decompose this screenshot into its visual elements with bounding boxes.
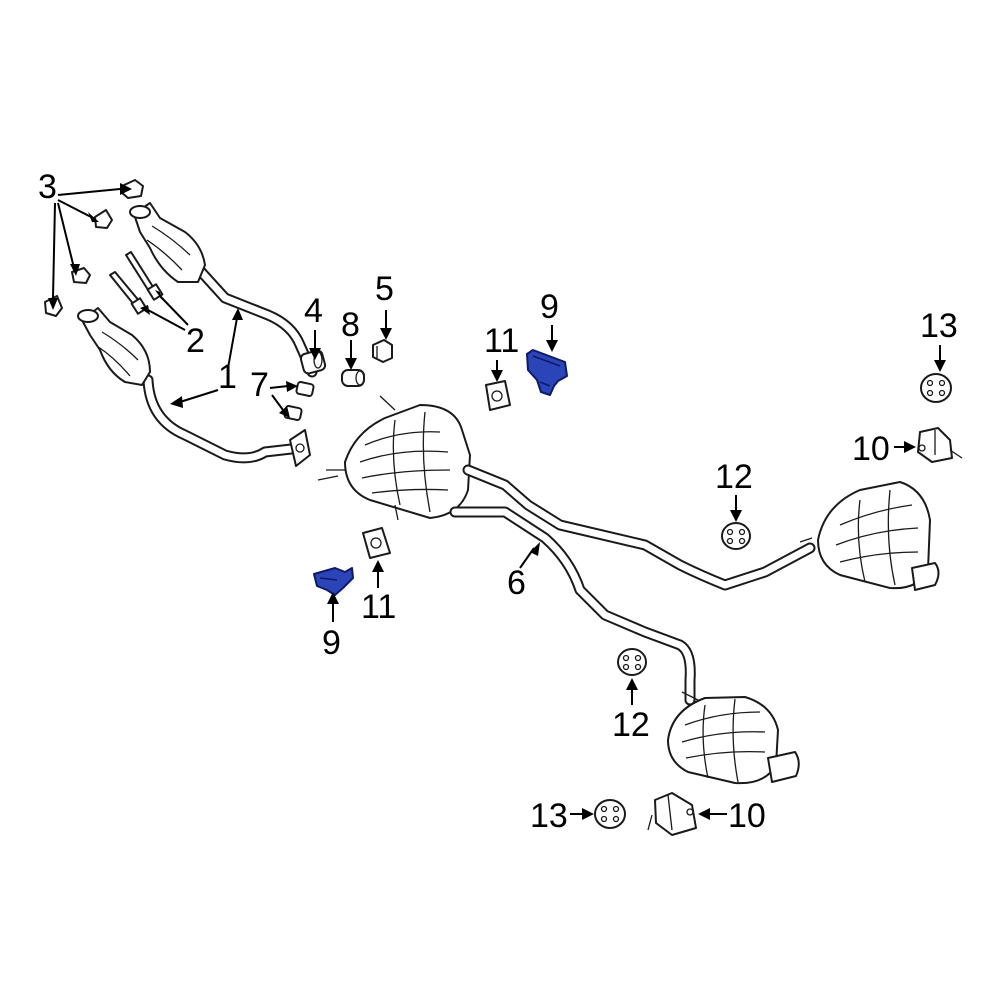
callout-5: 5 bbox=[375, 270, 394, 308]
callout-13-lower: 13 bbox=[530, 797, 568, 835]
intermediate-pipe-lower[interactable] bbox=[449, 506, 696, 706]
hanger-9-upper-highlighted[interactable] bbox=[526, 349, 568, 396]
callout-10-lower: 10 bbox=[728, 797, 766, 835]
catalytic-converter-lower[interactable] bbox=[77, 307, 151, 386]
callout-3: 3 bbox=[38, 168, 57, 206]
callout-10-upper: 10 bbox=[852, 430, 890, 468]
gasket-nut-2[interactable] bbox=[94, 209, 113, 229]
pipe-flange bbox=[289, 429, 311, 467]
callout-11-upper: 11 bbox=[484, 322, 519, 360]
catalytic-converter-upper[interactable] bbox=[129, 202, 206, 283]
isolator-13-upper[interactable] bbox=[920, 373, 952, 403]
center-resonator[interactable] bbox=[317, 395, 471, 521]
callout-11-lower: 11 bbox=[361, 588, 396, 626]
isolator-8[interactable] bbox=[341, 369, 365, 387]
bracket-10-lower[interactable] bbox=[647, 792, 697, 836]
callout-12-lower: 12 bbox=[612, 706, 650, 744]
bracket-10-upper[interactable] bbox=[917, 427, 963, 463]
callout-12-upper: 12 bbox=[715, 458, 753, 496]
isolator-12-upper[interactable] bbox=[721, 522, 751, 550]
callout-labels: 3 2 1 4 5 8 7 11 9 11 9 6 12 12 13 10 13… bbox=[38, 168, 958, 835]
rear-muffler-left[interactable] bbox=[667, 691, 800, 785]
rear-muffler-right[interactable] bbox=[799, 481, 940, 591]
hanger-9-lower-highlighted[interactable] bbox=[313, 567, 354, 596]
callout-9-upper: 9 bbox=[540, 288, 559, 326]
callout-13-upper: 13 bbox=[920, 307, 958, 345]
front-pipe-upper[interactable] bbox=[189, 259, 318, 378]
rubber-hanger-11-lower[interactable] bbox=[362, 527, 391, 559]
connector-4[interactable] bbox=[299, 349, 327, 375]
callout-4: 4 bbox=[304, 292, 323, 330]
front-pipe-lower[interactable] bbox=[142, 374, 306, 464]
callout-2: 2 bbox=[186, 322, 205, 360]
bushing-7-a[interactable] bbox=[295, 381, 315, 397]
isolator-12-lower[interactable] bbox=[617, 648, 647, 676]
rubber-hanger-11-upper[interactable] bbox=[485, 380, 511, 411]
leader-lines bbox=[48, 183, 946, 820]
callout-1: 1 bbox=[218, 358, 237, 396]
clamp-5[interactable] bbox=[372, 339, 393, 363]
callout-6: 6 bbox=[507, 564, 526, 602]
callout-8: 8 bbox=[341, 306, 360, 344]
isolator-13-lower[interactable] bbox=[594, 799, 626, 829]
callout-9-lower: 9 bbox=[322, 624, 341, 662]
intermediate-pipe-upper[interactable] bbox=[462, 464, 816, 591]
callout-7: 7 bbox=[250, 366, 269, 404]
